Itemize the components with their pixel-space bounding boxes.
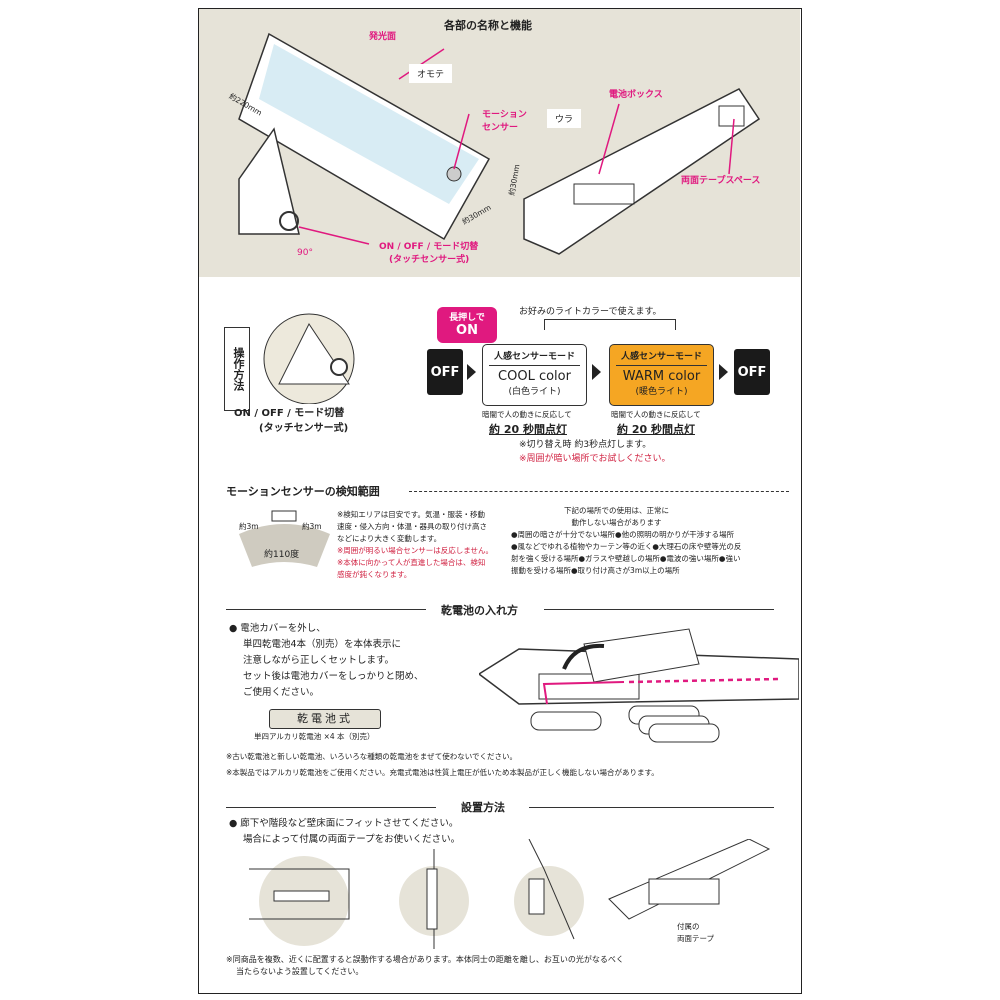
warn-line: ●風などでゆれる植物やカーテン等の近く●大理石の床や壁等光の反 [511, 542, 742, 551]
emitting-surface-label: 発光面 [369, 32, 397, 42]
note-line: 速度・侵入方向・体温・器具の取り付け高さ [337, 522, 487, 531]
divider [226, 609, 426, 610]
note-line: ※古い乾電池と新しい乾電池、いろいろな種類の乾電池をまぜて使わないでください。 [226, 752, 518, 761]
install-notes: ※同商品を複数、近くに配置すると誤動作する場合があります。本体同士の距離を離し、… [226, 954, 624, 978]
switch-diagram [263, 313, 355, 404]
note-line: ※同商品を複数、近くに配置すると誤動作する場合があります。本体同士の距離を離し、… [226, 955, 624, 964]
parts-title: 各部の名称と機能 [444, 19, 532, 32]
switch-label: ON / OFF / モード切替 [379, 242, 479, 252]
instr-line: ● 廊下や階段など壁床面にフィットさせてください。 [229, 818, 459, 829]
angle-label: 90° [297, 248, 313, 258]
note-line: 当たらないよう設置してください。 [236, 967, 364, 976]
install-diagrams [249, 839, 771, 949]
battery-type-badge: 乾電池式 [269, 709, 381, 729]
install-instructions: ● 廊下や階段など壁床面にフィットさせてください。 場合によって付属の両面テープ… [229, 816, 460, 848]
warn-line: ●周囲の暗さが十分でない場所●他の照明の明かりが干渉する場所 [511, 530, 735, 539]
battery-diagram [479, 628, 799, 743]
arrow-icon [467, 364, 476, 380]
battery-instructions: ● 電池カバーを外し、 単四乾電池4本（別売）を本体表示に 注意しながら正しくセ… [229, 621, 424, 701]
divider [409, 491, 789, 492]
cool-desc: 暗闇で人の動きに反応して [482, 410, 572, 419]
preference-note: お好みのライトカラーで使えます。 [519, 307, 662, 317]
long-press-on: ON [456, 323, 478, 338]
divider [544, 609, 774, 610]
instr-line: 場合によって付属の両面テープをお使いください。 [243, 834, 461, 845]
divider [529, 807, 774, 808]
op-switch-label: ON / OFF / モード切替 [234, 408, 345, 419]
back-label: ウラ [547, 109, 582, 128]
warn-line: 振動を受ける場所●取り付け高さが3m以上の場所 [511, 566, 680, 575]
operation-title: 操作方法 [224, 327, 250, 411]
warn-head-line: 動作しない場合があります [571, 518, 662, 527]
off-end: OFF [734, 349, 770, 395]
warn-line: 射を強く受ける場所●ガラスや壁越しの場所●電波の強い場所●強い [511, 554, 741, 563]
warning-list: ●周囲の暗さが十分でない場所●他の照明の明かりが干渉する場所 ●風などでゆれる植… [511, 529, 741, 577]
battery-type-sub: 単四アルカリ乾電池 ×4 本（別売） [254, 732, 375, 741]
op-switch-sub: (タッチセンサー式) [259, 423, 349, 434]
battery-title: 乾電池の入れ方 [441, 604, 518, 617]
battery-notes: ※古い乾電池と新しい乾電池、いろいろな種類の乾電池をまぜて使わないでください。 … [226, 751, 659, 779]
switch-sub-label: (タッチセンサー式) [389, 255, 470, 265]
warm-mode-head: 人感センサーモード [616, 349, 707, 366]
cool-mode-box: 人感センサーモード COOL color (白色ライト) [482, 344, 587, 406]
warning-head: 下記の場所での使用は、正常に 動作しない場合があります [564, 505, 669, 529]
note-line: 感度が鈍くなります。 [337, 570, 412, 579]
warm-desc: 暗闇で人の動きに反応して [611, 410, 701, 419]
long-press-text: 長押しで [449, 313, 485, 323]
sensor-title: モーションセンサーの検知範囲 [226, 485, 380, 498]
warm-time: 約 20 秒間点灯 [617, 423, 695, 436]
note-line: ※本製品ではアルカリ乾電池をご使用ください。充電式電池は性質上電圧が低いため本製… [226, 768, 659, 777]
bracket [544, 319, 676, 330]
note-line: などにより大きく変動します。 [337, 534, 442, 543]
cool-time: 約 20 秒間点灯 [489, 423, 567, 436]
battery-box-label: 電池ボックス [609, 90, 663, 100]
cool-mode-head: 人感センサーモード [489, 349, 580, 366]
instr-line: ご使用ください。 [243, 687, 320, 698]
warm-mode-box: 人感センサーモード WARM color (暖色ライト) [609, 344, 714, 406]
tape-label: 付属の 両面テープ [677, 922, 715, 943]
long-press-badge: 長押しで ON [437, 307, 497, 343]
manual-page: 各部の名称と機能 オモテ ウラ 発光面 モーション センサー 電池ボックス 両面… [198, 8, 802, 994]
range-angle: 約110度 [264, 550, 300, 560]
divider [226, 807, 436, 808]
warn-head-line: 下記の場所での使用は、正常に [564, 506, 669, 515]
instr-line: ● 電池カバーを外し、 [229, 623, 326, 634]
instr-line: 注意しながら正しくセットします。 [243, 655, 395, 666]
install-title: 設置方法 [461, 801, 505, 814]
switch-note: ※切り替え時 約3秒点灯します。 [519, 440, 652, 450]
parts-section: 各部の名称と機能 オモテ ウラ 発光面 モーション センサー 電池ボックス 両面… [199, 9, 800, 277]
sensor-notes: ※検知エリアは目安です。気温・服装・移動 速度・侵入方向・体温・器具の取り付け高… [337, 509, 493, 581]
instr-line: セット後は電池カバーをしっかりと閉め、 [243, 671, 424, 682]
arrow-icon [592, 364, 601, 380]
motion-sensor-label: モーション センサー [482, 110, 527, 133]
cool-mode-color: COOL color [498, 369, 571, 384]
cool-mode-sub: (白色ライト) [508, 387, 561, 397]
note-line: ※本体に向かって人が直進した場合は、検知 [337, 558, 486, 567]
instr-line: 単四乾電池4本（別売）を本体表示に [243, 639, 402, 650]
warm-mode-sub: (暖色ライト) [635, 387, 688, 397]
tape-space-label: 両面テープスペース [681, 176, 761, 186]
front-label: オモテ [409, 64, 453, 83]
warm-mode-color: WARM color [622, 369, 701, 384]
sensor-range-diagram [239, 510, 330, 567]
dark-note: ※周囲が暗い場所でお試しください。 [519, 454, 671, 464]
range-left: 約3m [239, 522, 259, 531]
product-diagram [238, 32, 761, 255]
off-start: OFF [427, 349, 463, 395]
note-line: ※検知エリアは目安です。気温・服装・移動 [337, 510, 486, 519]
arrow-icon [719, 364, 728, 380]
note-line: ※周囲が明るい場合センサーは反応しません。 [337, 546, 494, 555]
range-right: 約3m [302, 522, 322, 531]
